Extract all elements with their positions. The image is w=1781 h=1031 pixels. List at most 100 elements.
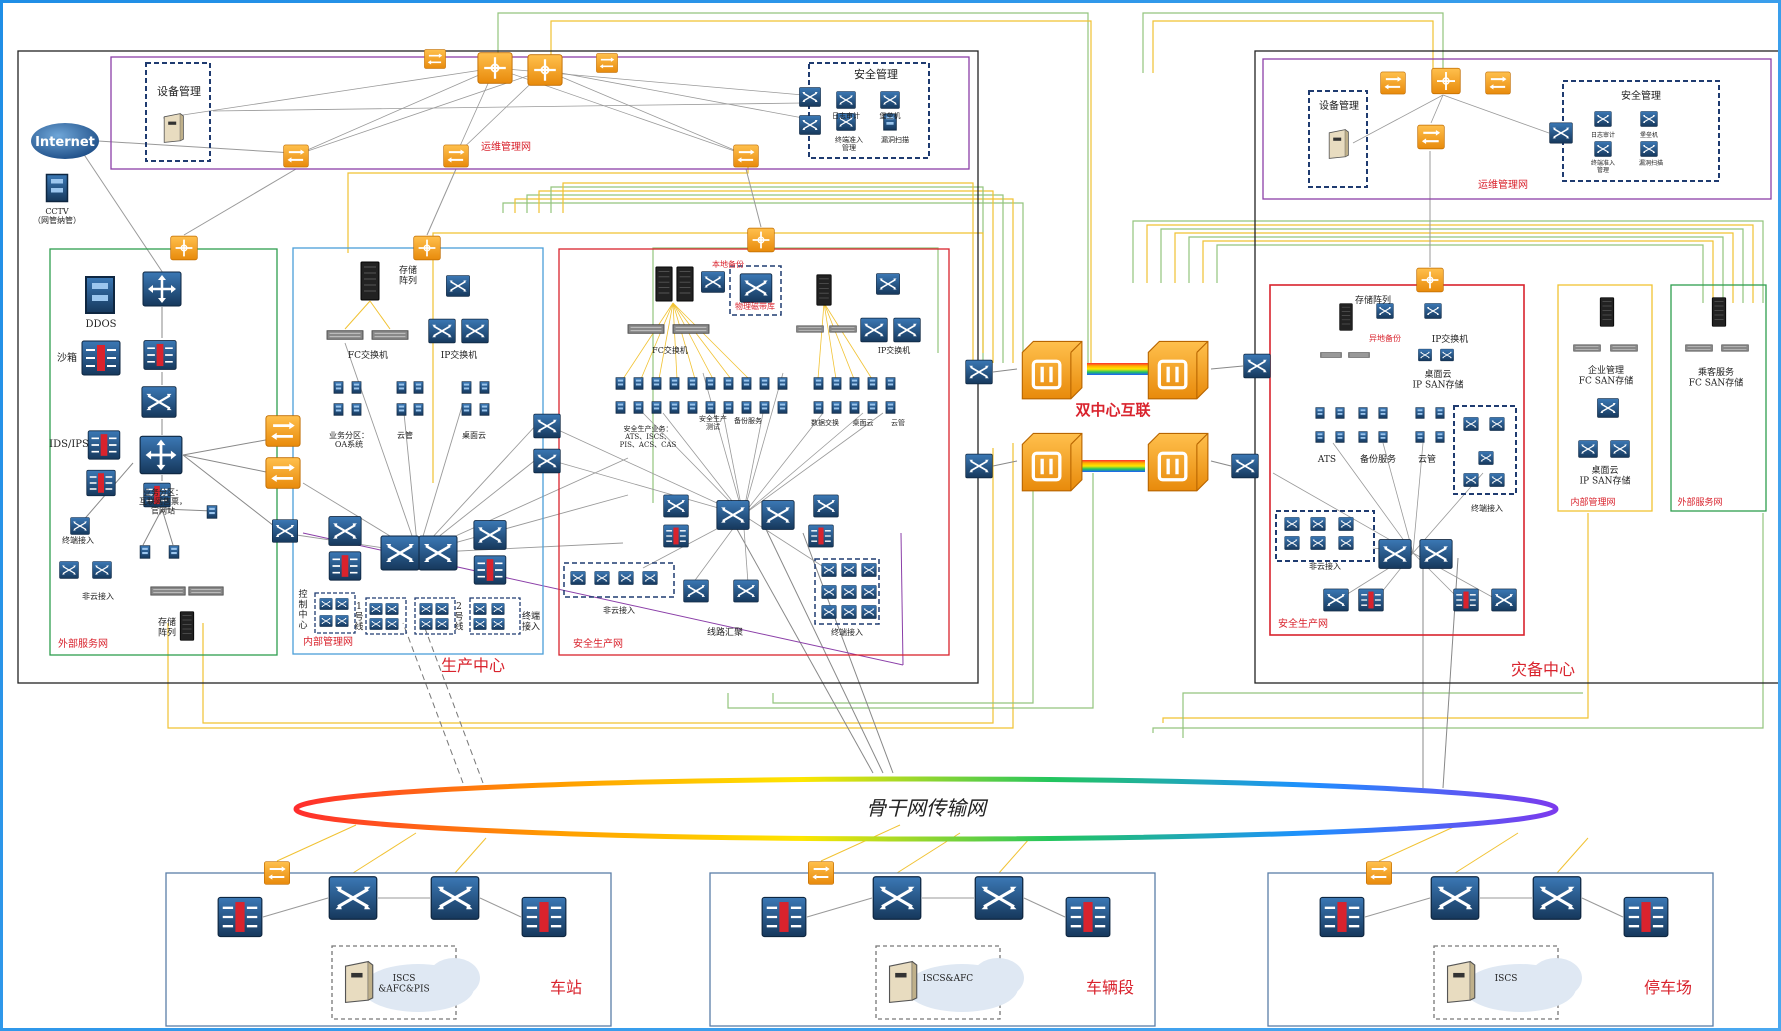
link-line <box>212 102 804 112</box>
backup-label: 备份服务 <box>1360 453 1396 465</box>
link-line <box>1442 94 1550 134</box>
switch-icon <box>1489 473 1505 487</box>
link-line <box>817 302 825 380</box>
link-line <box>1556 837 1589 874</box>
firewall-icon <box>521 896 567 938</box>
switch-icon <box>533 448 561 474</box>
server-icon <box>759 401 770 414</box>
site-label: 停车场 <box>1644 978 1692 997</box>
switch-icon <box>91 561 113 579</box>
firewall-icon <box>1065 896 1111 938</box>
link-line <box>526 194 1004 363</box>
cloud-icon <box>972 958 1024 998</box>
storage-icon <box>1320 352 1342 358</box>
server-icon <box>333 381 344 394</box>
dci-device-icon <box>1020 431 1084 493</box>
device-mgmt-server-icon <box>163 113 184 143</box>
core-switch-icon <box>872 875 922 921</box>
line-aggr-label: 线路汇聚 <box>707 626 743 638</box>
tape-box <box>729 265 782 316</box>
station-server-box <box>331 945 457 1020</box>
switch-icon <box>594 571 610 585</box>
link-line <box>369 300 391 330</box>
link-line <box>402 402 419 554</box>
firewall-icon <box>808 524 834 548</box>
firewall-icon <box>733 143 759 169</box>
link-line <box>1412 442 1424 554</box>
link-line <box>640 302 674 380</box>
link-line <box>823 302 873 380</box>
internal-mgmt-label: 内部管理网 <box>303 635 353 648</box>
link-line <box>722 412 744 516</box>
link-line <box>1146 224 1754 303</box>
device-mgmt-box <box>145 62 211 162</box>
storage-icon <box>1573 344 1601 352</box>
switch-icon <box>813 494 839 518</box>
link-line <box>1152 513 1764 733</box>
server-icon <box>1435 431 1445 443</box>
server-icon <box>669 401 680 414</box>
backup-label: 备份服务 <box>734 416 762 425</box>
tape-label: 物理磁带库 <box>735 301 775 311</box>
ops-network-label: 运维管理网 <box>481 140 531 153</box>
switch-icon <box>1323 588 1349 612</box>
ip-switch-label: IP交换机 <box>1432 333 1469 345</box>
desktop-cloud-label: 桌面云 <box>462 430 486 440</box>
interconnect-label: 双中心互联 <box>1075 401 1151 419</box>
server-icon <box>1378 407 1388 419</box>
server-icon <box>1315 431 1325 443</box>
server-icon <box>849 377 860 390</box>
switch-icon <box>58 561 80 579</box>
server-icon <box>461 403 472 416</box>
server-icon <box>1358 431 1368 443</box>
switch-icon <box>491 618 505 630</box>
core-switch-icon <box>328 875 378 921</box>
device-mgmt-label: 设备管理 <box>157 84 201 98</box>
firewall-icon <box>473 555 507 585</box>
switch-icon <box>1491 588 1517 612</box>
device-mgmt-server-icon <box>1328 129 1349 159</box>
link-line <box>417 402 464 554</box>
switch-icon <box>319 615 333 627</box>
server-icon <box>651 401 662 414</box>
server-icon <box>723 377 734 390</box>
parking-server-box <box>1433 945 1559 1020</box>
storage-label: 存储阵列 <box>1355 294 1391 306</box>
link-line <box>702 372 744 516</box>
switch-icon <box>385 618 399 630</box>
firewall-icon <box>265 456 301 490</box>
switch-icon <box>642 571 658 585</box>
link-line <box>426 168 457 236</box>
link-line <box>262 897 329 918</box>
switch-icon <box>1310 517 1326 531</box>
ddos-icon <box>84 275 116 315</box>
link-line <box>806 897 873 918</box>
hosting-label: 桌面云 <box>853 418 874 427</box>
server-icon <box>333 403 344 416</box>
server-icon <box>867 401 878 414</box>
storage-icon <box>188 586 224 596</box>
core-switch-icon <box>974 875 1024 921</box>
safety-production-label: 安全生产网 <box>1278 617 1328 630</box>
switch-icon <box>473 519 507 551</box>
link-line <box>1216 244 1704 303</box>
dci-device-icon <box>1146 431 1210 493</box>
link-line <box>672 302 714 380</box>
switch-icon <box>683 579 709 603</box>
switch-icon <box>821 605 837 619</box>
security-mgmt-label: 安全管理 <box>1621 89 1661 102</box>
switch-icon <box>821 563 837 577</box>
link-line <box>1023 897 1066 918</box>
firewall-icon <box>217 896 263 938</box>
link-line <box>97 140 294 154</box>
firewall-icon <box>263 861 291 885</box>
biz-label: 安全生产业务：ATS、ISCS、PIS、ACS、CAS <box>620 424 677 449</box>
server-icon <box>867 377 878 390</box>
switch-icon <box>319 598 333 610</box>
storage-rack-icon <box>655 266 673 302</box>
firewall-icon <box>443 143 469 169</box>
link-line <box>347 158 749 253</box>
internet-label: Internet <box>35 135 95 150</box>
cloud-icon <box>428 958 480 998</box>
